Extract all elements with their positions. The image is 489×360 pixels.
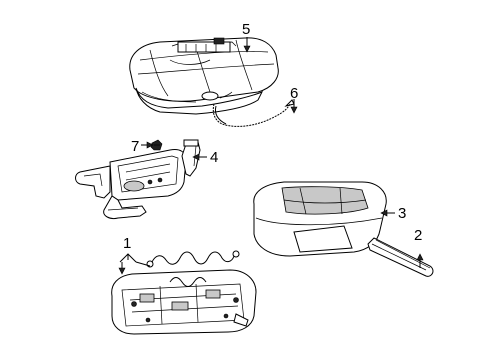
leader-lines [118, 37, 424, 275]
seat-cushion-cover-with-foam-icon [129, 37, 279, 115]
callout-5: 5 [242, 21, 250, 38]
heater-wire-harness-icon [212, 99, 295, 127]
heater-element-pad-icon [75, 139, 201, 219]
seat-trim-bar-icon [367, 237, 434, 277]
clip-fastener-icon [150, 139, 163, 151]
callout-3: 3 [398, 205, 406, 222]
callout-2: 2 [414, 227, 422, 244]
callout-4: 4 [210, 149, 218, 166]
leader-1b [135, 261, 151, 267]
callout-7: 7 [131, 138, 139, 155]
seat-cushion-pad-icon [253, 181, 387, 257]
callout-1: 1 [123, 235, 131, 252]
callout-6: 6 [290, 85, 298, 102]
seat-frame-with-springs-icon [111, 250, 257, 335]
leader-1-bracket [119, 253, 137, 263]
